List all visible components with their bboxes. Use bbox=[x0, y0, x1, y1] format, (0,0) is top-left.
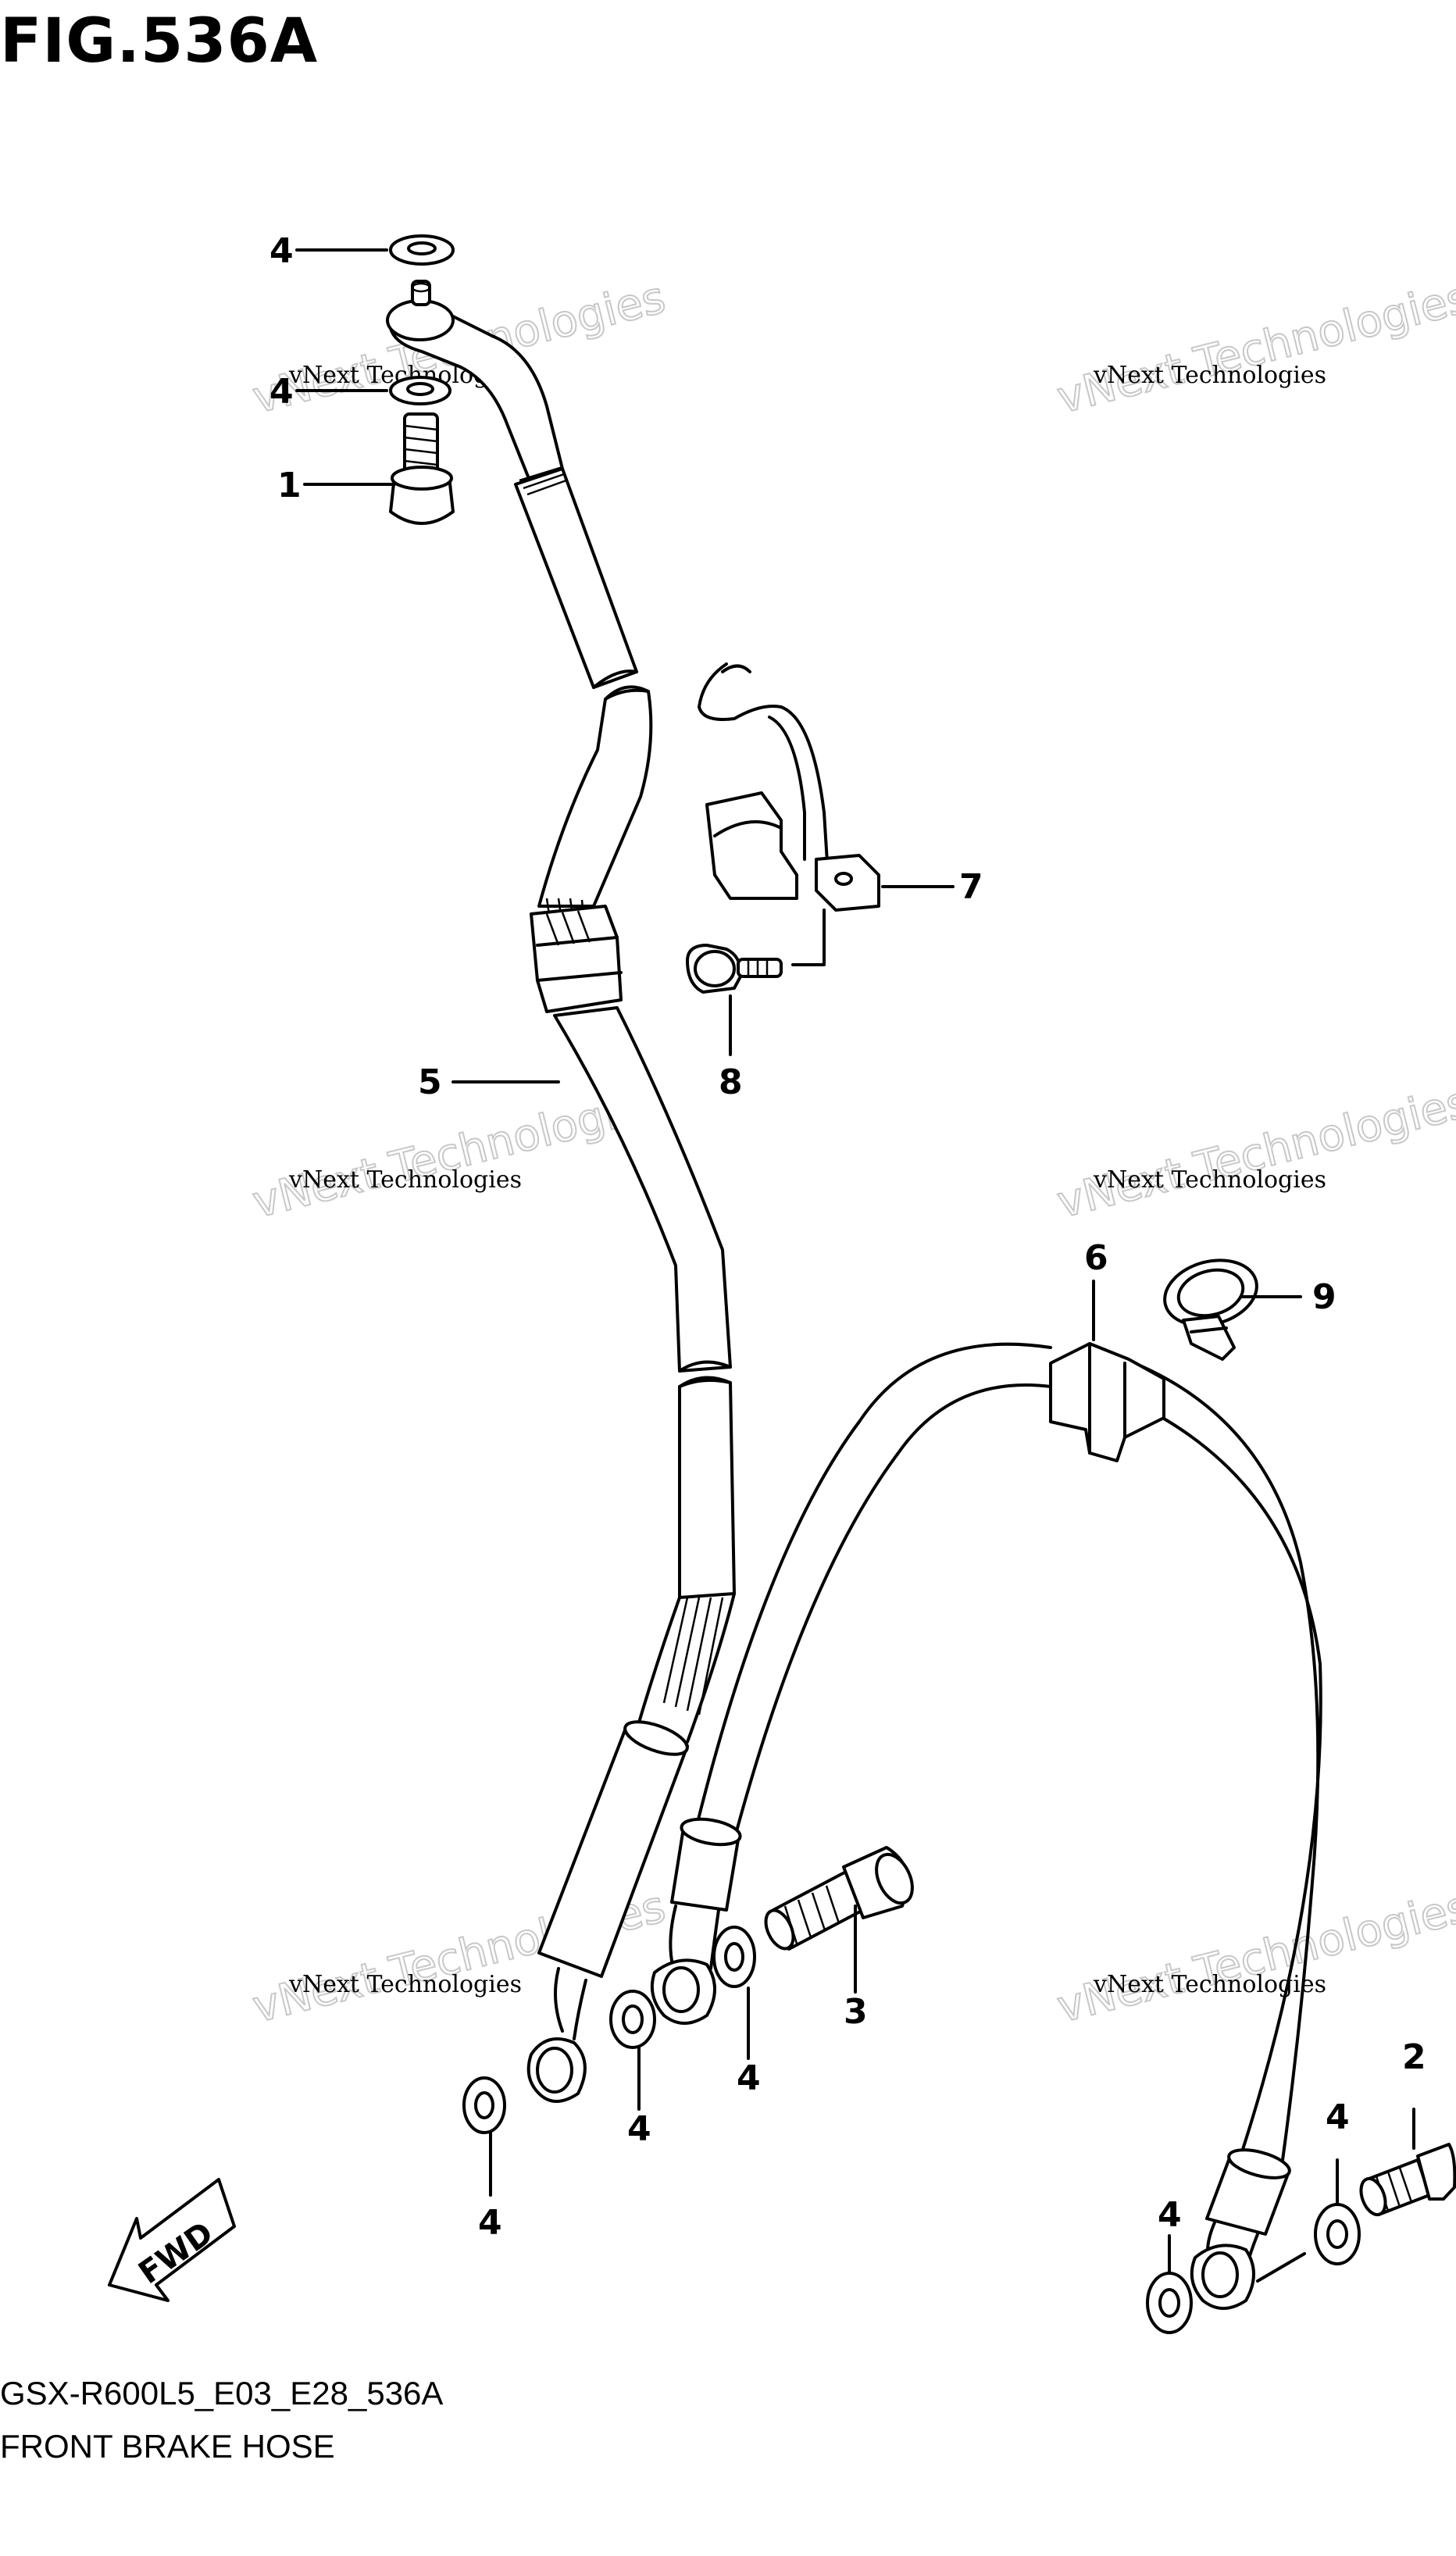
right-brake-hose-left-branch bbox=[651, 1342, 1052, 2025]
grommet-part-6 bbox=[1049, 1342, 1165, 1462]
union-bolt-center bbox=[764, 1846, 914, 1951]
callout-9: 9 bbox=[1312, 1277, 1336, 1317]
watermark-outline: vNext Technologies bbox=[1052, 1881, 1456, 2033]
watermark-2: vNext Technologies vNext Technologies bbox=[1051, 271, 1456, 424]
callout-3: 3 bbox=[844, 1992, 868, 2032]
callout-4-leftmost: 4 bbox=[478, 2203, 502, 2243]
washer-center bbox=[712, 1926, 756, 1988]
watermark-text: vNext Technologies bbox=[1093, 1166, 1326, 1194]
washer-left-1 bbox=[462, 2076, 506, 2134]
callout-1: 1 bbox=[277, 466, 302, 505]
right-brake-hose-arc bbox=[1123, 1358, 1322, 2310]
washer-upper-lower bbox=[389, 376, 451, 405]
callouts: 4 4 1 5 7 8 6 9 3 4 4 4 2 4 4 bbox=[269, 231, 1426, 2243]
figure-code: GSX-R600L5_E03_E28_536A bbox=[0, 2375, 444, 2411]
callout-4-left: 4 bbox=[627, 2109, 651, 2149]
leader-lines bbox=[295, 248, 1415, 2283]
fwd-arrow-icon: FWD bbox=[108, 2178, 236, 2302]
upper-brake-hose bbox=[514, 466, 653, 926]
bracket-part-7 bbox=[698, 662, 880, 966]
middle-brake-hose bbox=[553, 1006, 736, 1744]
callout-4-second: 4 bbox=[269, 372, 294, 412]
hose-grommet bbox=[530, 905, 623, 1013]
lower-left-hose bbox=[526, 1720, 689, 2103]
watermark-text: vNext Technologies bbox=[1093, 362, 1326, 389]
union-bolt-right bbox=[1359, 2143, 1456, 2217]
watermark-6: vNext Technologies vNext Technologies bbox=[1051, 1880, 1456, 2033]
watermark-text: vNext Technologies bbox=[1093, 1971, 1326, 1998]
callout-4-right-lower: 4 bbox=[1158, 2195, 1182, 2235]
watermark-outline: vNext Technologies bbox=[1052, 1076, 1456, 1228]
washer-upper-top bbox=[389, 234, 455, 266]
callout-4-center: 4 bbox=[737, 2058, 761, 2098]
clamp-part-9 bbox=[1163, 1258, 1258, 1361]
callout-8: 8 bbox=[719, 1062, 743, 1102]
callout-4-right: 4 bbox=[1326, 2097, 1350, 2137]
callout-4-top: 4 bbox=[269, 231, 294, 271]
figure-name: FRONT BRAKE HOSE bbox=[0, 2428, 335, 2465]
watermark-text: vNext Technologies bbox=[288, 1971, 522, 1998]
upper-banjo-fitting bbox=[386, 280, 564, 486]
watermark-text: vNext Technologies bbox=[288, 1166, 522, 1194]
washer-right-2 bbox=[1146, 2272, 1193, 2334]
union-bolt-upper bbox=[389, 412, 455, 525]
watermark-4: vNext Technologies vNext Technologies bbox=[1051, 1076, 1456, 1229]
bolt-part-8 bbox=[686, 944, 783, 994]
watermark-group: vNext Technologies vNext Technologies vN… bbox=[247, 271, 1456, 2033]
callout-2: 2 bbox=[1402, 2037, 1426, 2077]
callout-7: 7 bbox=[959, 867, 983, 907]
washer-right-1 bbox=[1314, 2203, 1361, 2265]
washer-left-2 bbox=[609, 1990, 656, 2049]
callout-6: 6 bbox=[1084, 1238, 1108, 1278]
figure-title: FIG.536A bbox=[0, 6, 319, 77]
watermark-outline: vNext Technologies bbox=[1052, 272, 1456, 423]
callout-5: 5 bbox=[418, 1062, 442, 1102]
